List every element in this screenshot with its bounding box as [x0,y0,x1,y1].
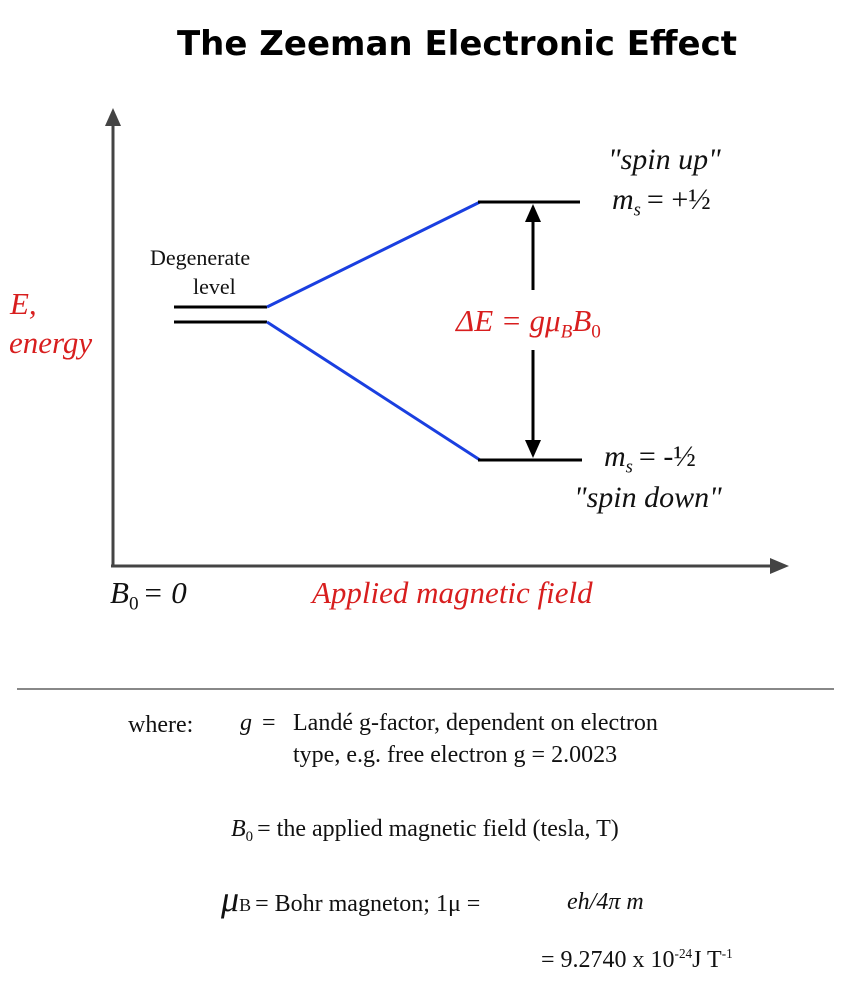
y-axis-arrowhead [105,108,121,126]
y-axis-label-line1: E, [10,286,37,321]
b0-subscript: 0 [245,829,254,846]
spin-down-subscript: s [625,456,633,478]
delta-e-b: B [572,303,592,338]
gap-arrowhead-up [525,204,541,222]
mu-symbol: μ [221,879,240,919]
mu-definition: μB= Bohr magneton; 1μ = [221,878,480,920]
delta-e-mu-subscript: B [560,321,573,343]
x-axis-arrowhead [770,558,789,574]
g-definition-line1: Landé g-factor, dependent on electron [293,710,658,736]
gap-arrowhead-down [525,440,541,458]
spin-up-label: "spin up" [608,143,721,176]
spin-down-label: "spin down" [574,481,722,514]
mu-subscript: B [239,895,252,915]
where-label: where: [128,712,194,738]
mu-formula: eh/4π m [567,889,644,915]
mu-value-unit: J T [692,947,722,974]
degenerate-label-line2: level [193,274,236,299]
delta-e-b-subscript: 0 [591,321,601,343]
mu-value: = 9.2740 x 10-24J T-1 [541,946,733,974]
x-axis-label: Applied magnetic field [312,575,593,610]
delta-e-formula: ΔE = gμBB0 [456,303,601,344]
spin-down-split-line [266,320,481,462]
g-equals: = [262,710,276,736]
spin-down-value: = -½ [638,440,696,473]
spin-up-subscript: s [633,199,641,221]
b0-symbol: B [231,816,246,842]
y-axis-label-line2: energy [9,325,93,360]
spin-up-value: = +½ [646,183,711,216]
mu-value-exponent: -24 [674,946,693,961]
page-title: The Zeeman Electronic Effect [176,24,738,64]
spin-up-symbol: m [612,183,634,216]
origin-symbol: B [110,575,129,610]
mu-value-unit-exponent: -1 [721,946,733,961]
g-symbol: g [240,710,252,736]
g-definition-line2: type, e.g. free electron g = 2.0023 [293,742,618,768]
origin-subscript: 0 [128,593,139,615]
mu-text: = Bohr magneton; 1μ = [255,891,481,917]
b0-definition: B0= the applied magnetic field (tesla, T… [231,816,619,846]
origin-value: = 0 [142,575,187,610]
spin-down-symbol: m [604,440,626,473]
b0-text: = the applied magnetic field (tesla, T) [257,816,619,842]
degenerate-label-line1: Degenerate [150,245,251,270]
spin-down-quantum-number: ms= -½ [604,440,696,479]
spin-up-split-line [266,200,481,309]
delta-e-lhs: ΔE = gμ [456,303,561,338]
origin-label: B0= 0 [110,575,187,616]
mu-value-prefix: = 9.2740 x 10 [541,947,675,974]
spin-up-quantum-number: ms= +½ [612,183,711,222]
